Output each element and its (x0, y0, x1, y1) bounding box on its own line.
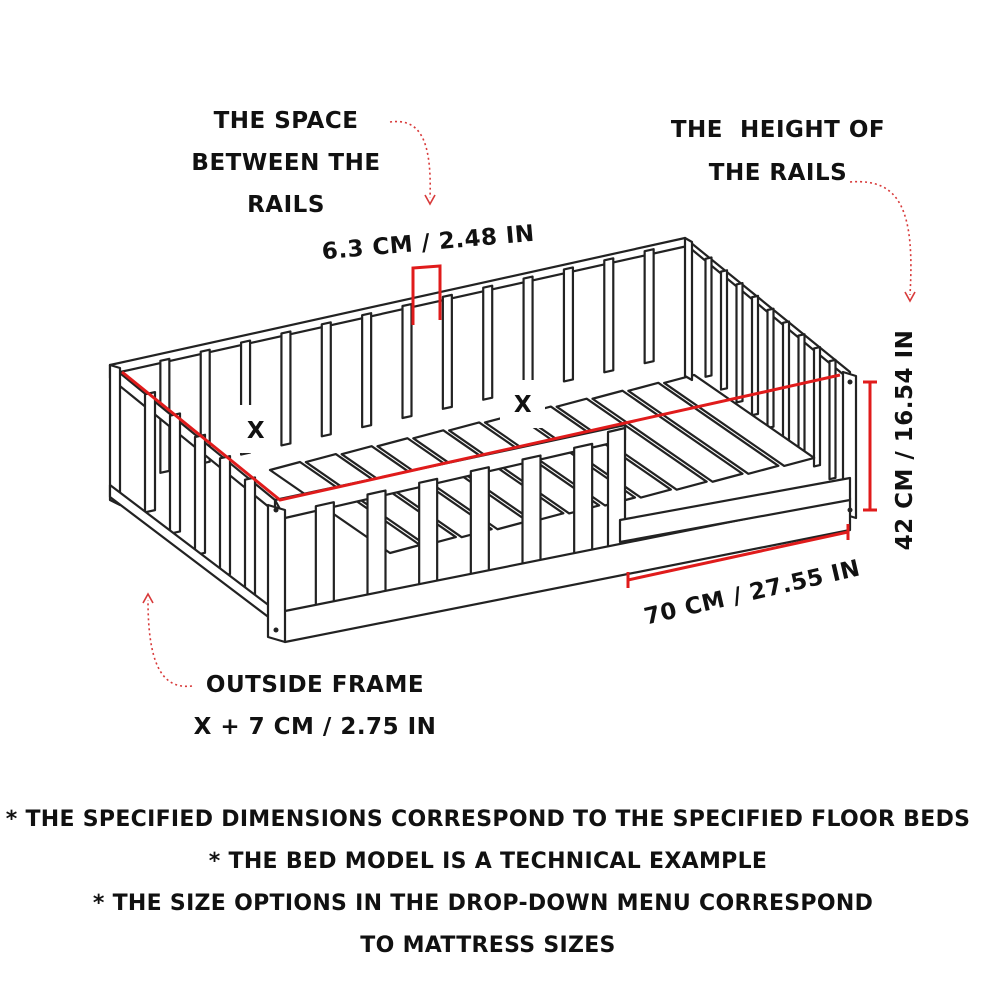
slat (469, 466, 490, 583)
slat (719, 269, 729, 391)
floor-slat (591, 389, 744, 483)
bolt (273, 627, 279, 633)
note-1: * THE SPECIFIED DIMENSIONS CORRESPOND TO… (6, 807, 971, 832)
width-value: 70 CM / 27.55 IN (642, 555, 863, 630)
slat (482, 284, 494, 401)
height-label-line1: THE HEIGHT OF (671, 117, 885, 143)
bolt (847, 507, 853, 513)
slat (735, 281, 744, 404)
width-dimension-line (626, 524, 850, 588)
slat (603, 257, 615, 374)
slat (143, 391, 157, 514)
height-label-line2: THE RAILS (709, 160, 847, 186)
outside-frame-value: X + 7 CM / 2.75 IN (194, 714, 437, 740)
arrow-to-frame (142, 592, 193, 688)
slat (218, 455, 232, 578)
slat (797, 333, 806, 455)
floor-slat (627, 381, 780, 475)
left-front-post (266, 503, 287, 644)
slat (766, 307, 775, 430)
space-value: 6.3 CM / 2.48 IN (321, 221, 536, 266)
slat (280, 330, 292, 447)
slat (441, 293, 453, 410)
slat (573, 442, 594, 559)
slat (168, 412, 182, 535)
x-dimension-line (121, 370, 841, 502)
back-slats (159, 248, 655, 474)
left-back-post (108, 363, 122, 507)
note-2: * THE BED MODEL IS A TECHNICAL EXAMPLE (209, 849, 767, 874)
slat (320, 321, 332, 438)
x-long-bg (500, 380, 545, 428)
slat (704, 256, 713, 378)
floor-slat (663, 373, 816, 468)
arrow-to-space (389, 120, 436, 206)
bolt (273, 507, 279, 513)
outside-frame-label: OUTSIDE FRAME (206, 672, 424, 698)
slat (562, 266, 575, 383)
height-value: 42 CM / 16.54 IN (892, 330, 918, 551)
slat (812, 345, 822, 468)
front-low-rail (618, 476, 852, 544)
front-slats (314, 442, 594, 618)
right-slats (704, 256, 837, 481)
right-back-post (683, 236, 694, 382)
note-4: TO MATTRESS SIZES (360, 933, 615, 958)
arrow-to-height (849, 180, 916, 303)
slat (643, 248, 655, 365)
slat (366, 489, 387, 606)
slat (193, 433, 207, 557)
space-dimension-line (411, 264, 442, 325)
slat (361, 312, 373, 429)
space-label-line1: THE SPACE (214, 108, 359, 134)
slat (781, 320, 791, 442)
slat (314, 501, 335, 618)
slat (418, 477, 439, 594)
bolt (847, 379, 853, 385)
x-short-label: X (247, 418, 265, 444)
x-long-label: X (514, 392, 532, 418)
space-label-line3: RAILS (247, 192, 325, 218)
floor-slat (555, 397, 708, 491)
slat (243, 476, 257, 599)
space-label-line2: BETWEEN THE (191, 150, 380, 176)
slat (828, 358, 837, 481)
slat (522, 275, 534, 392)
slat (750, 294, 760, 417)
note-3: * THE SIZE OPTIONS IN THE DROP-DOWN MENU… (93, 891, 873, 916)
slat (521, 454, 542, 571)
slat (401, 302, 413, 420)
floor-bed-drawing (108, 236, 858, 644)
height-dimension-line (863, 380, 877, 512)
x-short-bg (235, 405, 277, 453)
